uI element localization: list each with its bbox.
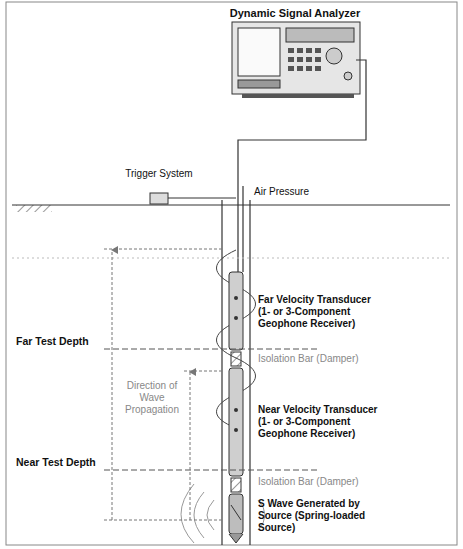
- part-label: Far Velocity Transducer (1- or 3-Compone…: [258, 294, 382, 330]
- device-label: Dynamic Signal Analyzer: [210, 7, 380, 19]
- part-label: Air Pressure: [254, 186, 334, 198]
- propagation-arrows: [104, 249, 222, 520]
- trigger-wire: [168, 198, 236, 199]
- part-label: S Wave Generated by Source (Spring-loade…: [258, 498, 388, 534]
- source: [229, 494, 243, 543]
- part-label: Isolation Bar (Damper): [258, 353, 398, 365]
- near-depth-line: [104, 470, 320, 471]
- part-label: Isolation Bar (Damper): [258, 476, 398, 488]
- cable: [238, 60, 366, 272]
- wave-fronts: [181, 484, 265, 543]
- water-table: [12, 258, 450, 259]
- near-transducer: [229, 368, 243, 476]
- borehole-wall: [249, 200, 250, 545]
- air-line: [242, 186, 243, 272]
- signal-analyzer: [232, 22, 360, 98]
- isolation-bar: [231, 352, 241, 366]
- depth-label: Near Test Depth: [16, 456, 104, 468]
- far-depth-line: [104, 349, 320, 350]
- borehole-wall: [221, 200, 222, 545]
- part-label: Trigger System: [124, 168, 194, 180]
- ground-hatch: [16, 205, 52, 212]
- note-label: Direction of Wave Propagation: [118, 380, 186, 416]
- part-label: Near Velocity Transducer (1- or 3-Compon…: [258, 404, 382, 440]
- frame: [6, 2, 457, 545]
- isolation-bar: [231, 478, 241, 492]
- depth-label: Far Test Depth: [16, 335, 104, 347]
- trigger-box: [150, 193, 168, 204]
- ground-line: [12, 205, 450, 206]
- far-transducer: [229, 272, 243, 350]
